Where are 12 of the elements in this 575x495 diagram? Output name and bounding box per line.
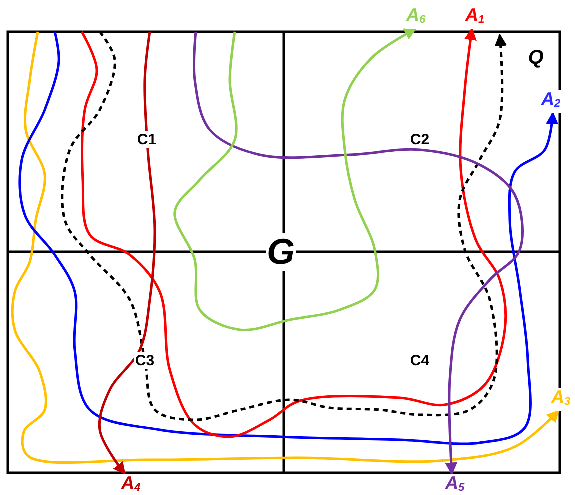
curve-end-label: A$_{6}$ [405,6,427,29]
quadrant-label: C2 [409,132,431,148]
curve-end-label: A$_{2}$ [540,90,562,113]
curve-arrow [98,32,156,475]
curve-arrow [193,32,524,476]
quadrant-label: C3 [134,352,156,370]
curve-arrow [174,28,418,332]
curve-end-label: A$_{3}$ [550,388,572,411]
curve-end-label: Q [527,48,545,68]
region-label: G [266,233,296,271]
curve-end-label: A$_{1}$ [464,6,486,29]
quadrant-label: C1 [136,132,158,148]
